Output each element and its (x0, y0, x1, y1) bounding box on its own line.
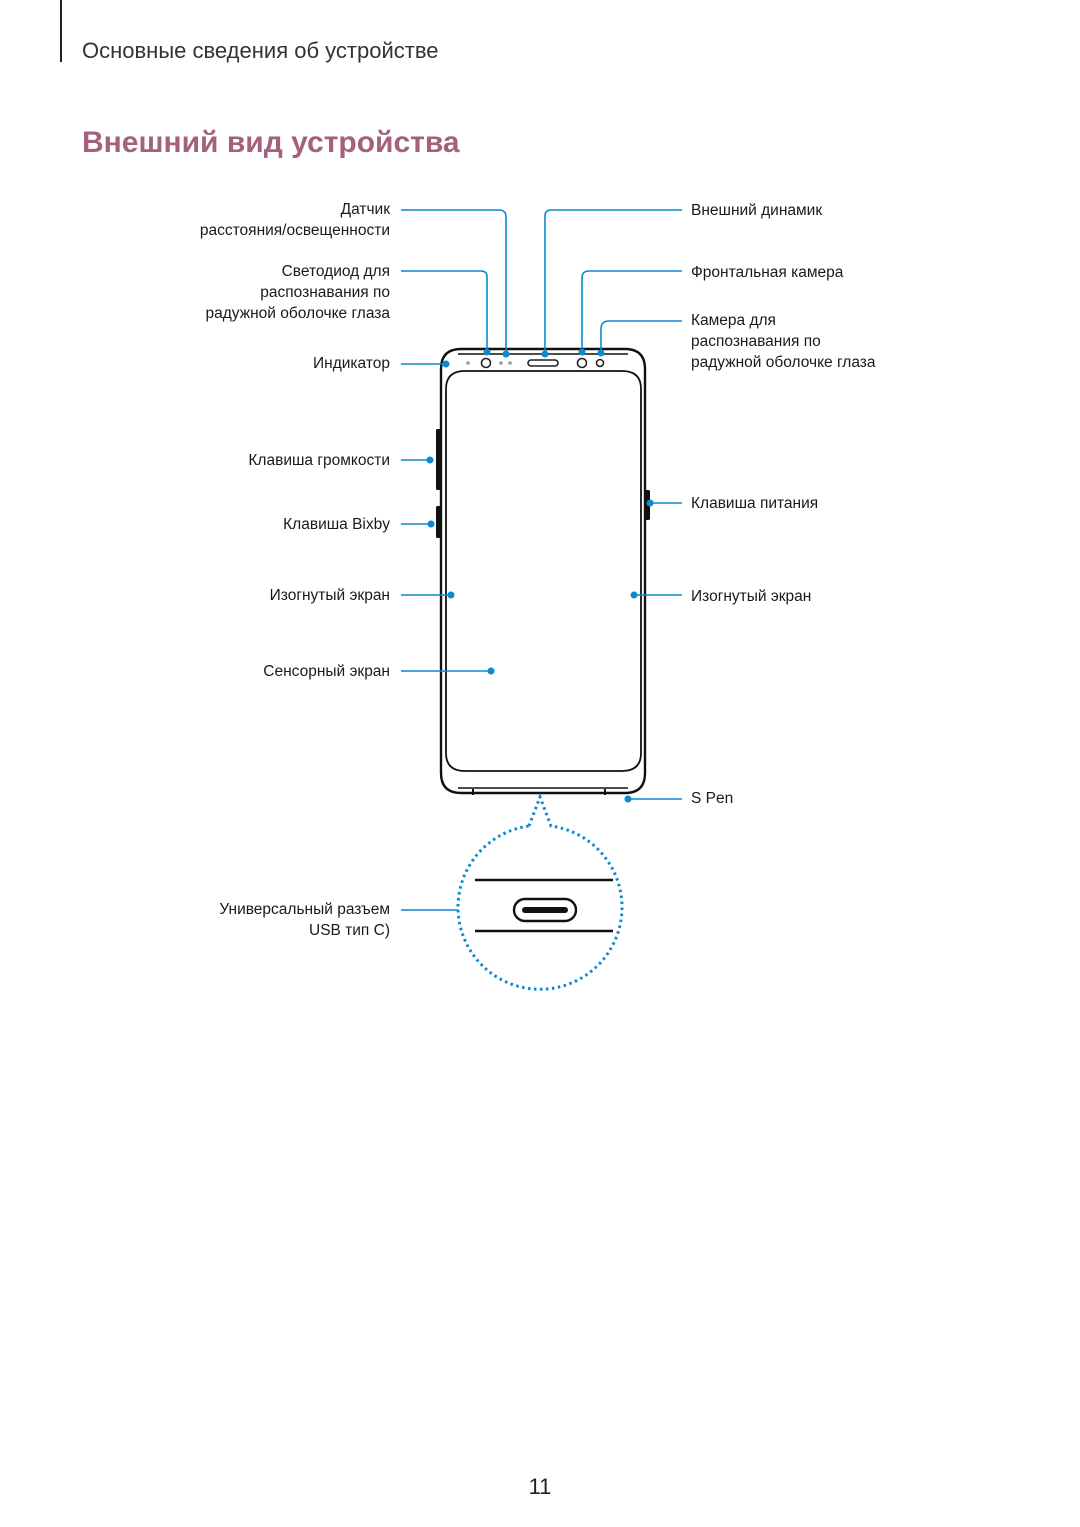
label-usb-port: Универсальный разъем USB тип C) (219, 901, 390, 939)
section-divider (60, 0, 62, 62)
phone-body (439, 347, 647, 795)
label-speaker: Внешний динамик (691, 202, 823, 219)
label-edge-screen-left: Изогнутый экран (269, 587, 390, 604)
label-bixby-key: Клавиша Bixby (283, 516, 390, 533)
page-title: Внешний вид устройства (82, 126, 460, 159)
label-front-camera: Фронтальная камера (691, 264, 844, 281)
volume-key-shape (436, 429, 441, 490)
label-edge-screen-right: Изогнутый экран (691, 588, 812, 605)
callout-dots (426, 348, 654, 914)
bixby-key-shape (436, 506, 441, 538)
callouts (401, 209, 682, 911)
label-iris-camera: Камера для распознавания по радужной обо… (691, 312, 876, 371)
label-iris-led: Светодиод для распознавания по радужной … (205, 263, 391, 322)
sensor-dots (466, 361, 512, 365)
label-volume-key: Клавиша громкости (248, 452, 390, 469)
section-header: Основные сведения об устройстве (82, 38, 439, 63)
bottom-edge-marks (472, 789, 606, 795)
page-number: 11 (528, 1474, 552, 1499)
top-sensors (480, 357, 605, 369)
usb-zoom-bubble (456, 792, 624, 991)
label-s-pen: S Pen (691, 790, 734, 807)
usb-port-shape (512, 897, 578, 923)
label-touchscreen: Сенсорный экран (263, 663, 390, 680)
label-proximity-sensor: Датчик расстояния/освещенности (199, 201, 390, 239)
label-indicator: Индикатор (313, 355, 390, 372)
label-power-key: Клавиша питания (691, 495, 819, 512)
